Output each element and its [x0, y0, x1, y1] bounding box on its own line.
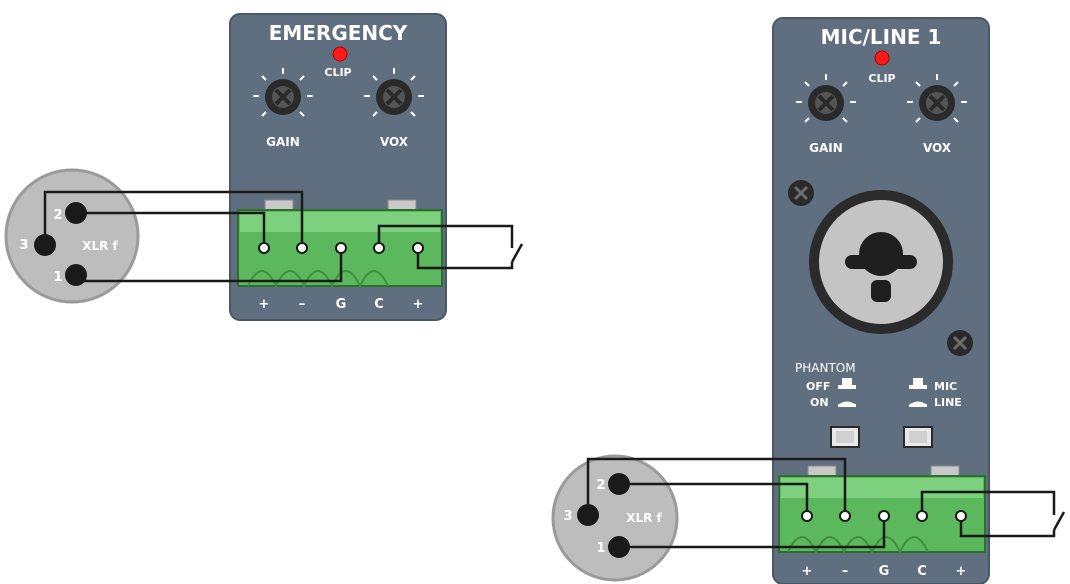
wire-pin1-ground	[619, 520, 886, 549]
mic-line-wiring	[586, 457, 1066, 549]
terminal-label: –	[299, 297, 306, 312]
mic-line-module: MIC/LINE 1 CLIP GAIN	[772, 17, 990, 584]
mic-line-gain-knob[interactable]	[796, 74, 856, 123]
emergency-terminal-1[interactable]	[258, 242, 270, 254]
xlr-left-pin-label: 1	[53, 270, 62, 285]
xlr-right-pin-label: 3	[563, 509, 572, 524]
xlr-right-body	[551, 454, 679, 582]
emergency-terminal-2[interactable]	[296, 242, 308, 254]
mode-line-label: LINE	[934, 396, 962, 409]
terminal-label: –	[842, 564, 849, 579]
terminal-label: +	[802, 564, 813, 579]
mic-line-terminal-2[interactable]	[839, 510, 851, 522]
xlr-left-pin-label: 2	[53, 208, 62, 223]
wire-contact-plus	[416, 252, 514, 270]
terminal-label: +	[413, 297, 424, 312]
mic-line-contact-switch	[1052, 511, 1066, 531]
emergency-gain-label: GAIN	[266, 135, 300, 149]
emergency-module: EMERGENCY CLIP GAIN	[229, 13, 447, 321]
phantom-on-label: ON	[810, 396, 829, 409]
emergency-terminal-5[interactable]	[412, 242, 424, 254]
xlr-right-label: XLR f	[626, 511, 662, 525]
mic-line-vox-label: VOX	[923, 141, 952, 155]
emergency-clip-label: CLIP	[324, 66, 351, 79]
terminal-label: G	[879, 564, 890, 579]
mic-line-vox-knob[interactable]	[907, 74, 967, 123]
terminal-label: +	[956, 564, 967, 579]
xlr-connector-left: 2 3 1 XLR f	[4, 168, 140, 304]
terminal-label: G	[336, 297, 347, 312]
terminal-label: C	[374, 297, 384, 312]
mic-line-clip-label: CLIP	[868, 72, 895, 85]
screw-icon	[947, 330, 973, 356]
xlr-left-pin-1[interactable]	[65, 264, 87, 286]
wire-pin3-minus	[586, 457, 847, 515]
mic-line-terminal-3[interactable]	[878, 510, 890, 522]
xlr-left-body	[4, 168, 140, 304]
emergency-title: EMERGENCY	[269, 21, 408, 45]
mic-line-terminal-4[interactable]	[916, 510, 928, 522]
mic-line-terminal-labels: + – G C +	[802, 564, 967, 579]
phantom-off-label: OFF	[806, 380, 830, 393]
wire-pin2-plus	[619, 482, 809, 512]
xlr-right-pin-label: 1	[596, 541, 605, 556]
mode-switch-icon	[909, 378, 927, 407]
terminal-label: C	[917, 564, 927, 579]
mic-line-terminal-5[interactable]	[955, 510, 967, 522]
wire-contact-c	[377, 224, 514, 248]
phantom-switch-icon	[838, 378, 856, 407]
combo-jack[interactable]	[809, 190, 953, 334]
phantom-title: PHANTOM	[795, 361, 856, 375]
xlr-right-pin-label: 2	[596, 478, 605, 493]
wire-pin1-ground	[76, 252, 343, 283]
emergency-vox-label: VOX	[380, 135, 409, 149]
emergency-terminal-3[interactable]	[335, 242, 347, 254]
mic-line-clip-led	[874, 50, 890, 66]
emergency-terminal-labels: + – G C +	[259, 297, 424, 312]
wire-pin2-plus	[76, 211, 266, 244]
wire-contact-plus	[959, 520, 1056, 538]
emergency-vox-knob[interactable]	[364, 68, 424, 117]
wire-pin3-minus	[43, 190, 304, 245]
emergency-gain-knob[interactable]	[253, 68, 313, 117]
emergency-clip-led	[332, 46, 348, 62]
mic-line-terminal-1[interactable]	[801, 510, 813, 522]
xlr-left-label: XLR f	[82, 239, 118, 253]
terminal-label: +	[259, 297, 270, 312]
xlr-left-pin-label: 3	[19, 238, 28, 253]
mic-line-title: MIC/LINE 1	[821, 25, 942, 49]
emergency-wiring	[43, 190, 524, 283]
emergency-contact-switch	[510, 243, 524, 263]
screw-icon	[788, 180, 814, 206]
emergency-terminal-4[interactable]	[373, 242, 385, 254]
mode-mic-label: MIC	[934, 380, 957, 393]
xlr-connector-right: 2 3 1 XLR f	[551, 454, 679, 582]
wire-contact-c	[920, 490, 1056, 515]
mic-line-terminal-block	[778, 465, 986, 555]
mic-line-gain-label: GAIN	[809, 141, 843, 155]
